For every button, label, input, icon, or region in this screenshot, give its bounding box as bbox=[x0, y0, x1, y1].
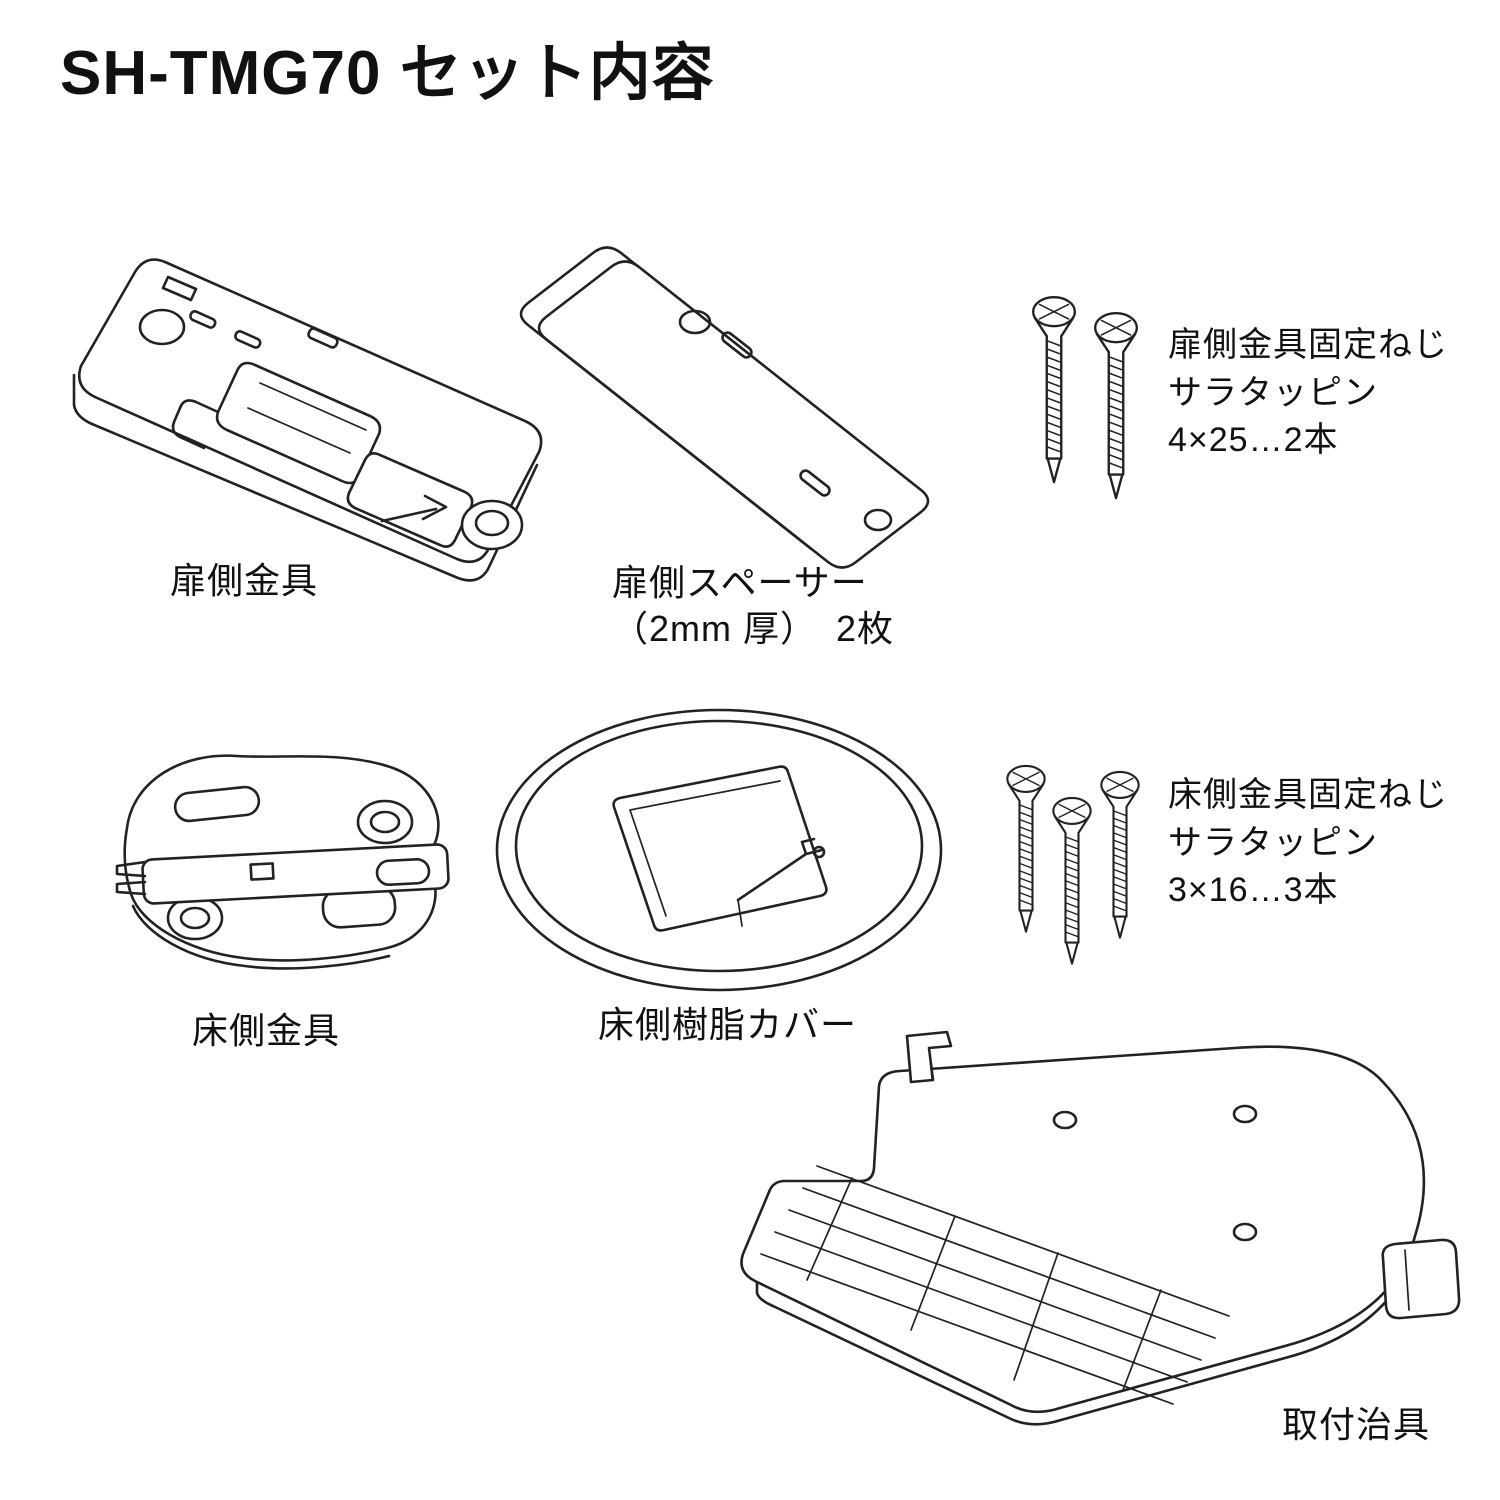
door-spacer-drawing bbox=[519, 246, 930, 569]
resin-cover-drawing bbox=[495, 708, 943, 992]
set-contents-heading: セット内容 bbox=[399, 39, 715, 108]
door-bracket-drawing bbox=[72, 258, 543, 582]
floor-bracket-drawing bbox=[115, 754, 450, 970]
floor-screws-drawing bbox=[1006, 764, 1140, 965]
floor-bracket-label: 床側金具 bbox=[192, 1010, 341, 1051]
mounting-jig-label: 取付治具 bbox=[1282, 1404, 1431, 1445]
product-code: SH-TMG70 bbox=[60, 39, 382, 108]
mounting-jig-drawing bbox=[740, 1030, 1461, 1426]
door-spacer-label: 扉側スペーサー （2mm 厚） 2枚 bbox=[612, 562, 895, 650]
floor-screws-note: 床側金具固定ねじ サラタッピン 3×16…3本 bbox=[1168, 776, 1448, 910]
page-title: SH-TMG70 セット内容 bbox=[60, 36, 715, 112]
door-screws-note: 扉側金具固定ねじ サラタッピン 4×25…2本 bbox=[1168, 326, 1448, 460]
door-bracket-label: 扉側金具 bbox=[170, 560, 319, 601]
resin-cover-label: 床側樹脂カバー bbox=[598, 1004, 858, 1045]
door-screws-drawing bbox=[1031, 296, 1139, 500]
